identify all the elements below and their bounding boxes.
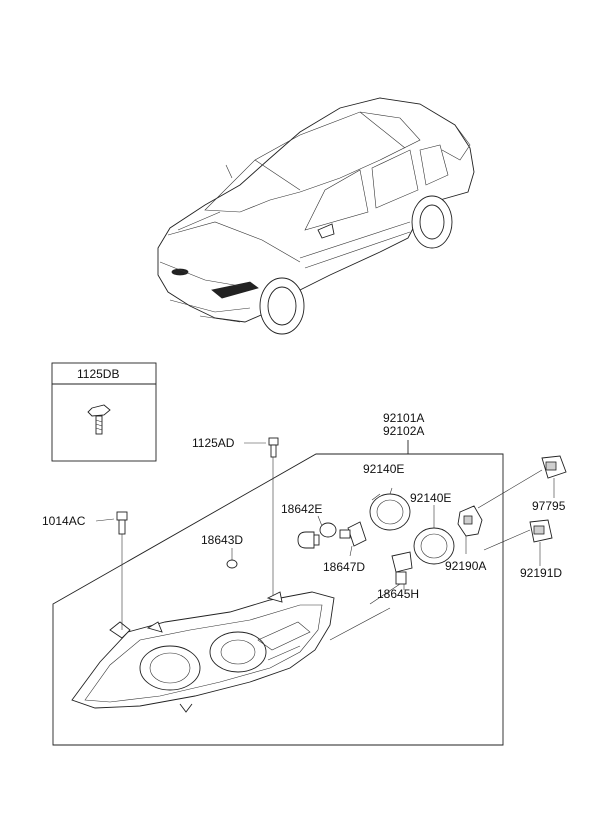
headlamp-housing — [71, 591, 335, 713]
label-18647d: 18647D — [323, 560, 366, 574]
label-1014ac: 1014AC — [42, 514, 86, 528]
screw-1014ac — [116, 511, 128, 630]
label-92140e-lower: 92140E — [410, 491, 452, 505]
grommet-18643d — [226, 559, 238, 569]
label-18643d: 18643D — [201, 533, 244, 547]
label-92191d: 92191D — [520, 566, 563, 580]
label-18645h: 18645H — [377, 587, 420, 601]
actuator-92190a — [457, 505, 483, 537]
label-92140e-upper: 92140E — [363, 462, 405, 476]
assembly-frame — [52, 440, 504, 746]
label-1125ad: 1125AD — [192, 436, 235, 450]
socket-18647d — [319, 521, 367, 547]
label-92101a: 92101A — [383, 411, 425, 425]
label-92102a: 92102A — [383, 424, 425, 438]
connector-97795 — [541, 455, 567, 479]
bulb-18645h — [369, 551, 413, 605]
label-1125db: 1125DB — [77, 367, 120, 381]
leader-lines — [95, 442, 555, 641]
cap-92140e-upper — [369, 493, 411, 531]
detail-box — [51, 362, 157, 462]
label-97795: 97795 — [532, 499, 566, 513]
label-18642e: 18642E — [281, 502, 323, 516]
label-92190a: 92190A — [445, 559, 487, 573]
bulb-18642e — [297, 531, 320, 549]
screw-1125ad — [268, 437, 279, 595]
connector-92191d — [529, 519, 553, 543]
car-illustration — [157, 97, 475, 335]
